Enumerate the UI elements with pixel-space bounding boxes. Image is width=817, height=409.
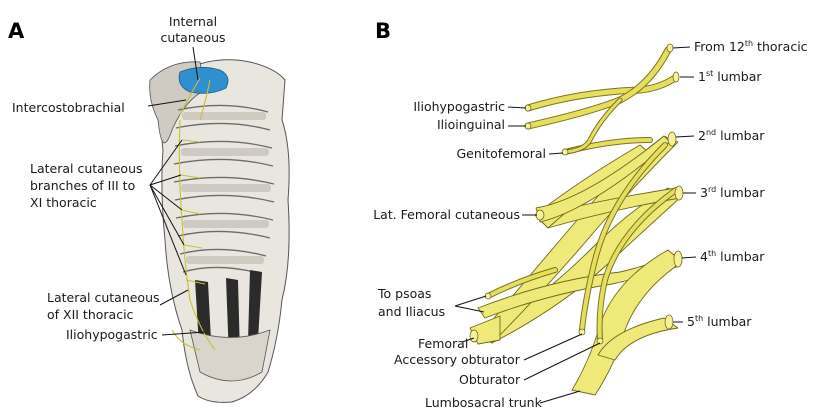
svg-text:5th lumbar: 5th lumbar: [687, 314, 752, 329]
svg-text:From 12th thoracic: From 12th thoracic: [694, 39, 808, 54]
svg-text:3rd lumbar: 3rd lumbar: [700, 185, 765, 200]
panel-b: B: [373, 19, 807, 409]
label-lateral-iii-xi-3: XI thoracic: [30, 195, 97, 210]
leader-lumbosacral-trunk: [540, 391, 580, 403]
panel-a: A: [8, 14, 289, 402]
leader-genitofemoral: [549, 153, 563, 154]
root-label-l1: 1st lumbar: [680, 69, 762, 84]
root-label-from-12-thoracic: From 12th thoracic: [673, 39, 808, 54]
root-label-l5: 5th lumbar: [673, 314, 752, 329]
root-label-l3: 3rd lumbar: [683, 185, 765, 200]
leader-iliohypogastric-b: [508, 107, 526, 108]
label-to-psoas-2: and Iliacus: [378, 304, 445, 319]
svg-text:4th lumbar: 4th lumbar: [700, 249, 765, 264]
root-label-l2: 2nd lumbar: [676, 128, 765, 143]
svg-text:1st lumbar: 1st lumbar: [698, 69, 762, 84]
label-femoral: Femoral: [418, 336, 468, 351]
label-lat-femoral-cutaneous: Lat. Femoral cutaneous: [373, 207, 520, 222]
label-iliohypogastric-a: Iliohypogastric: [66, 327, 158, 342]
label-lumbosacral-trunk: Lumbosacral trunk: [425, 395, 543, 409]
svg-text:2nd lumbar: 2nd lumbar: [698, 128, 765, 143]
label-lateral-xii-2: of XII thoracic: [47, 307, 134, 322]
label-ilioinguinal: Ilioinguinal: [437, 117, 505, 132]
panel-b-letter: B: [375, 19, 391, 43]
label-intercostobrachial: Intercostobrachial: [12, 100, 125, 115]
label-internal-cutaneous-2: cutaneous: [160, 30, 225, 45]
root-label-l4: 4th lumbar: [682, 249, 765, 264]
torso-illustration: [150, 60, 289, 403]
label-iliohypogastric-b: Iliohypogastric: [413, 99, 505, 114]
label-lateral-xii-1: Lateral cutaneous: [47, 290, 160, 305]
panel-a-letter: A: [8, 19, 25, 43]
label-accessory-obturator: Accessory obturator: [394, 352, 521, 367]
label-genitofemoral: Genitofemoral: [456, 146, 546, 161]
label-internal-cutaneous-1: Internal: [169, 14, 217, 29]
label-to-psoas-1: To psoas: [377, 286, 431, 301]
label-lateral-iii-xi-1: Lateral cutaneous: [30, 161, 143, 176]
label-obturator: Obturator: [459, 372, 521, 387]
label-lateral-iii-xi-2: branches of III to: [30, 178, 135, 193]
